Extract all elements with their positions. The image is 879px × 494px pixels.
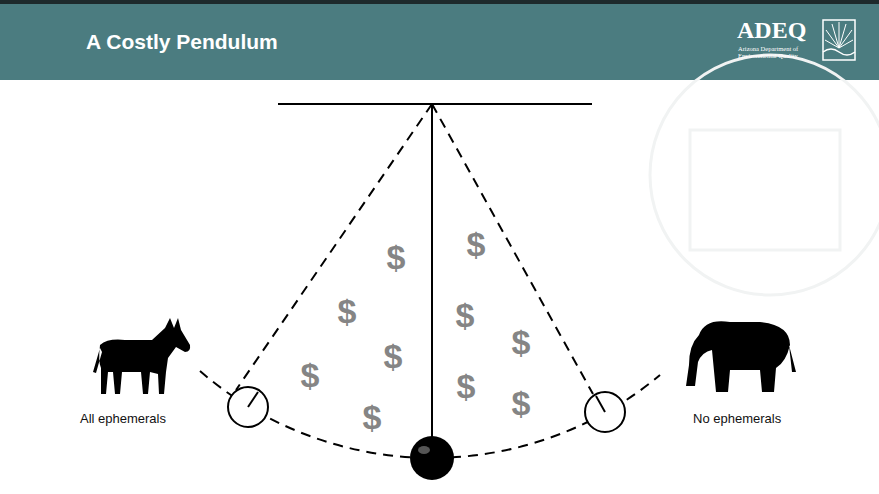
dollar-sign: $ xyxy=(512,324,531,361)
pendulum-bob xyxy=(410,436,454,480)
left-bob-tick xyxy=(248,392,258,407)
logo-wordmark: ADEQ xyxy=(737,17,806,43)
right-swing-rod xyxy=(432,104,593,394)
slide-title: A Costly Pendulum xyxy=(86,30,278,53)
left-bob-ghost xyxy=(228,387,268,427)
pendulum-bar xyxy=(278,103,592,105)
dollar-sign: $ xyxy=(363,399,382,436)
dollar-sign: $ xyxy=(456,297,475,334)
dollar-sign: $ xyxy=(387,239,406,276)
logo-icon xyxy=(823,20,855,60)
logo-sunburst xyxy=(825,22,853,48)
dollar-sign: $ xyxy=(512,385,531,422)
dollar-sign: $ xyxy=(338,293,357,330)
party-label: All ephemerals xyxy=(80,412,166,426)
right-bob-ghost xyxy=(585,392,625,432)
donkey-silhouette xyxy=(93,318,190,394)
top-edge xyxy=(0,0,879,4)
left-swing-rod xyxy=(236,104,432,390)
faint-watermark xyxy=(650,55,879,295)
elephant-silhouette xyxy=(686,321,796,392)
party-label: No ephemerals xyxy=(693,412,781,426)
title-bar xyxy=(0,4,879,80)
dollar-sign: $ xyxy=(301,357,320,394)
right-bob-tick xyxy=(596,396,605,412)
pendulum-rod xyxy=(431,104,433,440)
dollar-sign: $ xyxy=(457,368,476,405)
logo-agency-name: Arizona Department of Environmental Qual… xyxy=(738,46,818,60)
dollar-sign: $ xyxy=(384,338,403,375)
logo-wave xyxy=(823,49,855,55)
bob-highlight xyxy=(418,446,430,454)
logo-frame xyxy=(823,20,855,60)
dollar-sign: $ xyxy=(467,226,486,263)
